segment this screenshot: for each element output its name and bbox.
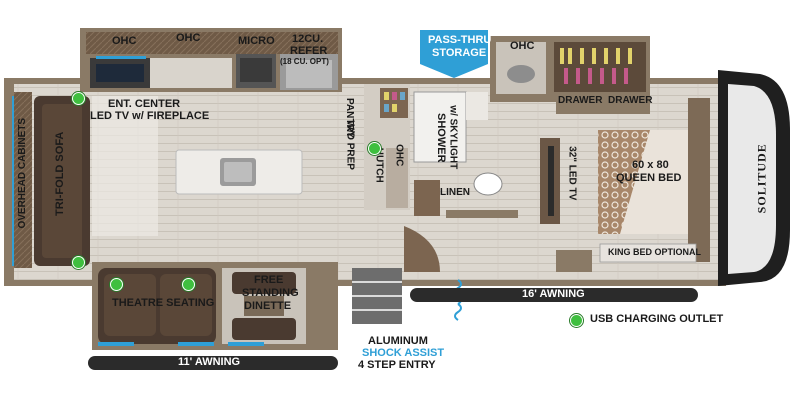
refer-label-3: (18 CU. OPT) bbox=[280, 57, 329, 66]
entry-label-3: 4 STEP ENTRY bbox=[358, 359, 436, 371]
king-bed-label: KING BED OPTIONAL bbox=[608, 247, 702, 257]
usb-outlet-icon bbox=[110, 278, 123, 291]
shower-label-2: w/ SKYLIGHT bbox=[447, 105, 459, 170]
usb-outlet-icon bbox=[72, 92, 85, 105]
linen-label: LINEN bbox=[440, 187, 470, 198]
usb-legend-label: USB CHARGING OUTLET bbox=[590, 313, 724, 325]
toilet-linen bbox=[414, 172, 518, 218]
usb-outlet-icon bbox=[368, 142, 381, 155]
usb-legend-icon bbox=[570, 314, 583, 327]
kitchen-slideout bbox=[80, 28, 342, 92]
ent-center-label-1: ENT. CENTER bbox=[108, 98, 181, 110]
drawer-label-1: DRAWER bbox=[558, 95, 603, 106]
drawer-label-2: DRAWER bbox=[608, 95, 653, 106]
micro-label: MICRO bbox=[238, 35, 275, 47]
ohc-label-2: OHC bbox=[176, 32, 201, 44]
bath-slideout bbox=[490, 36, 650, 102]
kitchen-island bbox=[175, 149, 303, 195]
theatre-seating-label: THEATRE SEATING bbox=[112, 297, 215, 309]
pass-thru-label-1: PASS-THRU bbox=[428, 34, 492, 46]
entry-label-2: SHOCK ASSIST bbox=[362, 347, 445, 359]
bedroom bbox=[540, 98, 710, 272]
awnings bbox=[88, 288, 698, 370]
entry-steps bbox=[352, 226, 440, 324]
led-tv-label: 32" LED TV bbox=[566, 146, 578, 201]
dinette-label-1: FREE bbox=[254, 274, 284, 286]
wd-prep-label: W/D PREP bbox=[344, 120, 356, 170]
ent-center-label-2: LED TV w/ FIREPLACE bbox=[90, 110, 210, 122]
awning-16-label: 16' AWNING bbox=[522, 288, 585, 300]
brand-logo: SOLITUDE bbox=[754, 143, 769, 214]
bed-label-2: QUEEN BED bbox=[616, 172, 682, 184]
ohc-label-hutch: OHC bbox=[393, 144, 405, 167]
dinette-label-3: DINETTE bbox=[244, 300, 292, 312]
refer-label-2: REFER bbox=[290, 45, 328, 57]
entry-label-1: ALUMINUM bbox=[368, 335, 428, 347]
ohc-label-1: OHC bbox=[112, 35, 137, 47]
shower bbox=[413, 91, 488, 163]
pass-thru-label-2: STORAGE bbox=[432, 47, 487, 59]
overhead-cabinets-label: OVERHEAD CABINETS bbox=[16, 117, 28, 229]
refer-label-1: 12CU. bbox=[292, 33, 324, 45]
led-accents bbox=[12, 56, 146, 266]
usb-outlet-icon bbox=[182, 278, 195, 291]
pass-thru-storage-tag bbox=[420, 30, 488, 78]
sofa-area bbox=[14, 92, 158, 268]
shower-label-1: SHOWER bbox=[434, 113, 447, 163]
bed-label-1: 60 x 80 bbox=[632, 159, 669, 171]
awning-11-label: 11' AWNING bbox=[178, 356, 241, 368]
tri-fold-sofa-label: TRI-FOLD SOFA bbox=[54, 131, 67, 216]
dinette-label-2: STANDING bbox=[242, 287, 299, 299]
usb-outlet-icon bbox=[72, 256, 85, 269]
ohc-label-bath: OHC bbox=[510, 40, 535, 52]
